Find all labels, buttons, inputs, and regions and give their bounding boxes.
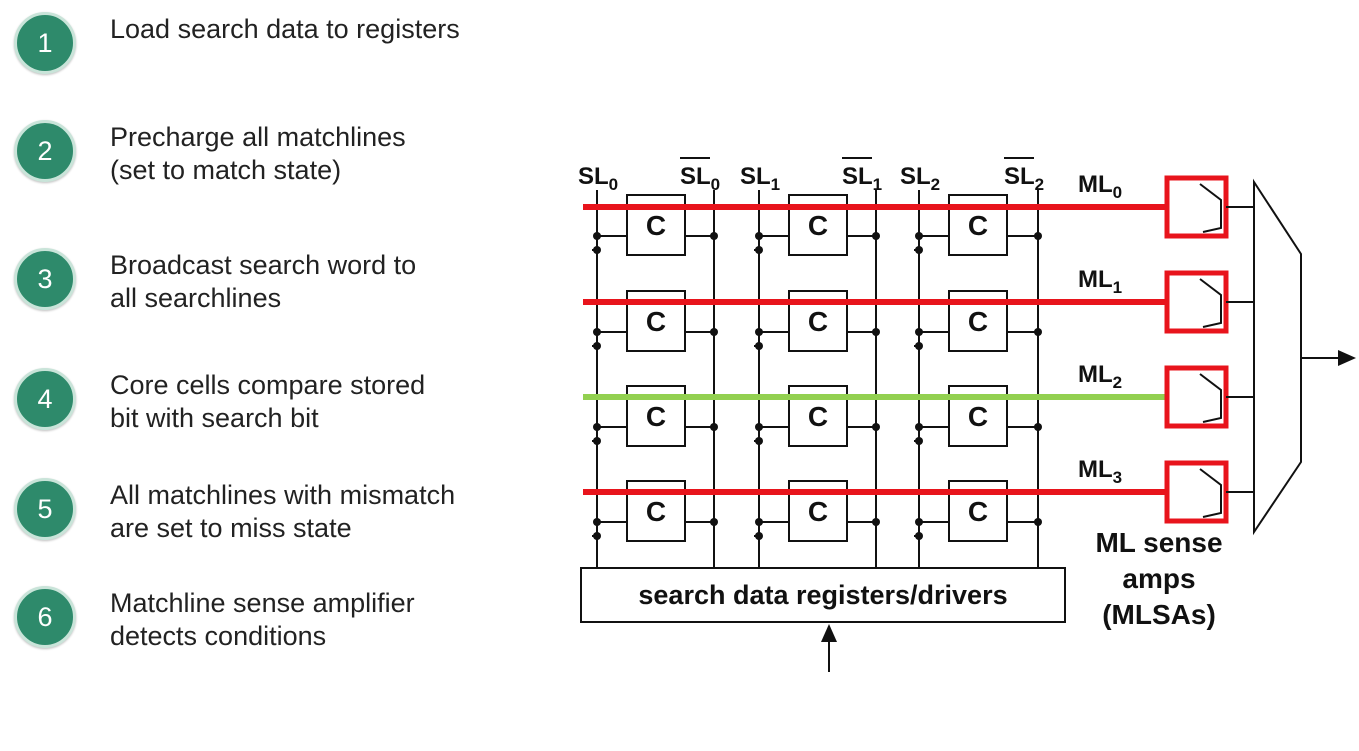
junction-dot <box>872 328 880 336</box>
searchline-label-text: SL1 <box>740 163 780 194</box>
junction-dot <box>755 232 763 240</box>
cam-cell-label: C <box>968 401 988 432</box>
searchline-label: SL0 <box>680 157 720 194</box>
matchline-label: ML1 <box>1078 266 1122 297</box>
junction-dot <box>915 532 923 540</box>
sense-amp <box>1164 175 1229 239</box>
search-data-register <box>580 567 1066 623</box>
arrow-right-icon <box>1338 350 1356 366</box>
sense-amp-symbol <box>1199 468 1222 518</box>
step-4: 4 Core cells compare stored bit with sea… <box>14 368 554 438</box>
junction-dot <box>1034 328 1042 336</box>
searchline-label-text: SL1 <box>842 163 882 194</box>
step-text: All matchlines with mismatch are set to … <box>110 480 456 543</box>
junction-dot <box>1034 518 1042 526</box>
junction-dot <box>755 342 763 350</box>
junction-dot <box>593 328 601 336</box>
junction-dot <box>915 232 923 240</box>
junction-dot <box>755 246 763 254</box>
junction-dot <box>1034 423 1042 431</box>
junction-dot <box>915 328 923 336</box>
step-5: 5 All matchlines with mismatch are set t… <box>14 478 554 548</box>
junction-dot <box>872 232 880 240</box>
search-data-register-label: search data registers/drivers <box>638 580 1007 610</box>
searchline-label-text: SL0 <box>578 163 618 194</box>
searchline-label: SL0 <box>578 163 618 194</box>
cam-cell-label: C <box>808 210 828 241</box>
junction-dot <box>915 518 923 526</box>
cam-cell-label: C <box>646 401 666 432</box>
junction-dot <box>710 423 718 431</box>
searchline-label: SL2 <box>1004 157 1044 194</box>
cam-cell-label: C <box>808 496 828 527</box>
sense-amp-symbol <box>1199 373 1222 423</box>
step-text: Core cells compare stored bit with searc… <box>110 370 426 433</box>
steps-list: 1 Load search data to registers 2 Precha… <box>0 0 560 751</box>
junction-dot <box>593 437 601 445</box>
junction-dot <box>1034 232 1042 240</box>
junction-dot <box>915 342 923 350</box>
sense-amp-symbol <box>1199 278 1222 328</box>
step-text: Precharge all matchlines (set to match s… <box>110 122 406 185</box>
arrow-up-icon <box>821 624 837 642</box>
step-number-badge: 2 <box>14 120 76 182</box>
sense-amp <box>1164 460 1229 524</box>
junction-dot <box>755 423 763 431</box>
step-text: Matchline sense amplifier detects condit… <box>110 588 415 651</box>
step-3: 3 Broadcast search word to all searchlin… <box>14 248 554 318</box>
step-text: Load search data to registers <box>110 14 460 44</box>
step-text: Broadcast search word to all searchlines <box>110 250 417 313</box>
encoder-block <box>1253 178 1302 536</box>
step-number-badge: 4 <box>14 368 76 430</box>
cam-cell-label: C <box>808 306 828 337</box>
searchline-label: SL1 <box>842 157 882 194</box>
searchline-label-text: SL2 <box>1004 163 1044 194</box>
junction-dot <box>915 423 923 431</box>
step-number-badge: 3 <box>14 248 76 310</box>
sense-amp <box>1164 270 1229 334</box>
cam-cell-label: C <box>646 306 666 337</box>
junction-dot <box>593 342 601 350</box>
junction-dot <box>710 518 718 526</box>
step-6: 6 Matchline sense amplifier detects cond… <box>14 586 554 656</box>
step-2: 2 Precharge all matchlines (set to match… <box>14 120 554 190</box>
cam-cell-label: C <box>646 496 666 527</box>
junction-dot <box>755 532 763 540</box>
junction-dot <box>915 246 923 254</box>
sense-amp <box>1164 365 1229 429</box>
junction-dot <box>915 437 923 445</box>
junction-dot <box>755 437 763 445</box>
searchline-label: SL2 <box>900 163 940 194</box>
junction-dot <box>755 518 763 526</box>
cam-cell-label: C <box>646 210 666 241</box>
junction-dot <box>593 518 601 526</box>
searchline-label-text: SL0 <box>680 163 720 194</box>
matchline-label: ML0 <box>1078 171 1122 202</box>
matchline-label: ML2 <box>1078 361 1122 392</box>
cam-cell-label: C <box>808 401 828 432</box>
cam-cell-label: C <box>968 210 988 241</box>
cam-cell-label: C <box>968 306 988 337</box>
junction-dot <box>593 246 601 254</box>
cam-cell-label: C <box>968 496 988 527</box>
junction-dot <box>710 328 718 336</box>
junction-dot <box>593 423 601 431</box>
junction-dot <box>593 232 601 240</box>
junction-dot <box>872 518 880 526</box>
matchline-label: ML3 <box>1078 456 1122 487</box>
sense-amp-symbol <box>1199 183 1222 233</box>
step-number-badge: 6 <box>14 586 76 648</box>
junction-dot <box>710 232 718 240</box>
step-number-badge: 1 <box>14 12 76 74</box>
junction-dot <box>755 328 763 336</box>
searchline-label: SL1 <box>740 163 780 194</box>
searchline-label-text: SL2 <box>900 163 940 194</box>
junction-dot <box>872 423 880 431</box>
step-number-badge: 5 <box>14 478 76 540</box>
step-1: 1 Load search data to registers <box>14 12 554 82</box>
junction-dot <box>593 532 601 540</box>
